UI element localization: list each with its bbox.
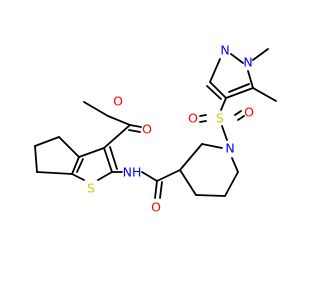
bond-pip-c6-c5 — [224, 171, 239, 197]
atom-nitrogen-pyrazole-2: N — [220, 43, 229, 58]
bond-pip-c3-c2 — [179, 143, 203, 171]
bond-pz-c5-c4-1 — [225, 87, 254, 99]
bond-pz-c5-c4-2 — [228, 83, 250, 93]
atom-oxygen-sulfonyl-bottom: O — [244, 105, 254, 120]
bond-ester-carbonyl-2 — [128, 129, 141, 133]
bond-c3a-c4 — [58, 136, 80, 158]
bond-sulfonyl-pyrazole — [220, 97, 227, 111]
bond-n-sulfonyl — [221, 125, 228, 141]
bond-ester-c3 — [103, 124, 131, 149]
bond-pip-n-c6 — [231, 157, 239, 173]
bond-pip-c5-c4 — [195, 194, 226, 197]
bond-n1-methyl — [252, 48, 269, 61]
bond-c2-s — [97, 171, 113, 181]
atom-oxygen-carbonyl-ester: O — [142, 122, 152, 137]
bond-c4-c5 — [34, 136, 60, 147]
bond-pz-c4-c3-2 — [206, 85, 222, 100]
bond-carbonyl-c3-piperidine — [156, 169, 181, 182]
bond-sulfonyl-o-bottom-1 — [234, 110, 242, 116]
bond-ester-oxygen-carbon — [107, 115, 131, 126]
bond-pip-c2-n — [201, 143, 223, 149]
atom-sulfur-sulfonyl: S — [216, 111, 224, 126]
bond-sulfonyl-o-top-2 — [199, 114, 207, 117]
atom-nitrogen-pyrazole-1: N — [243, 55, 252, 70]
atom-labels: O O S NH O N S O O N N — [87, 43, 254, 215]
bond-c6a-c3a-2 — [76, 158, 84, 173]
bond-nh-carbonyl — [141, 171, 158, 182]
bond-c6a-c3a-1 — [71, 156, 80, 175]
atom-oxygen-ester: O — [113, 94, 123, 109]
bond-pz-c4-c3-1 — [209, 81, 227, 99]
bond-c5-c6 — [34, 145, 38, 173]
molecule-structure-diagram: O O S NH O N S O O N N — [34, 43, 277, 215]
atom-oxygen-amide: O — [151, 200, 161, 215]
bond-pz-n1-c5 — [247, 70, 254, 89]
bond-c6-c6a — [36, 171, 73, 175]
atom-nh-amide: NH — [123, 165, 142, 180]
bond-methyl-oxygen — [83, 101, 109, 117]
bond-c3-c3a — [78, 147, 105, 158]
bond-amide-carbonyl-2 — [159, 181, 163, 199]
bond-ester-carbonyl-1 — [129, 124, 142, 128]
bonds — [34, 48, 277, 199]
atom-oxygen-sulfonyl-top: O — [188, 111, 198, 126]
bond-s-c6a — [71, 173, 85, 181]
bond-c3-c2-2 — [109, 146, 118, 170]
bond-pip-c4-c3 — [179, 169, 197, 196]
bond-sulfonyl-o-bottom-2 — [237, 115, 245, 121]
bond-amide-carbonyl-1 — [154, 180, 158, 199]
atom-sulfur-thiophene: S — [87, 181, 95, 196]
atom-nitrogen-piperidine: N — [225, 141, 234, 156]
bond-sulfonyl-o-top-1 — [199, 120, 207, 123]
bond-pz-n2-n1 — [230, 53, 244, 64]
bond-c3-c2-1 — [103, 147, 113, 173]
bond-c5-methyl — [252, 87, 277, 102]
bond-pz-c3-n2 — [209, 58, 221, 83]
